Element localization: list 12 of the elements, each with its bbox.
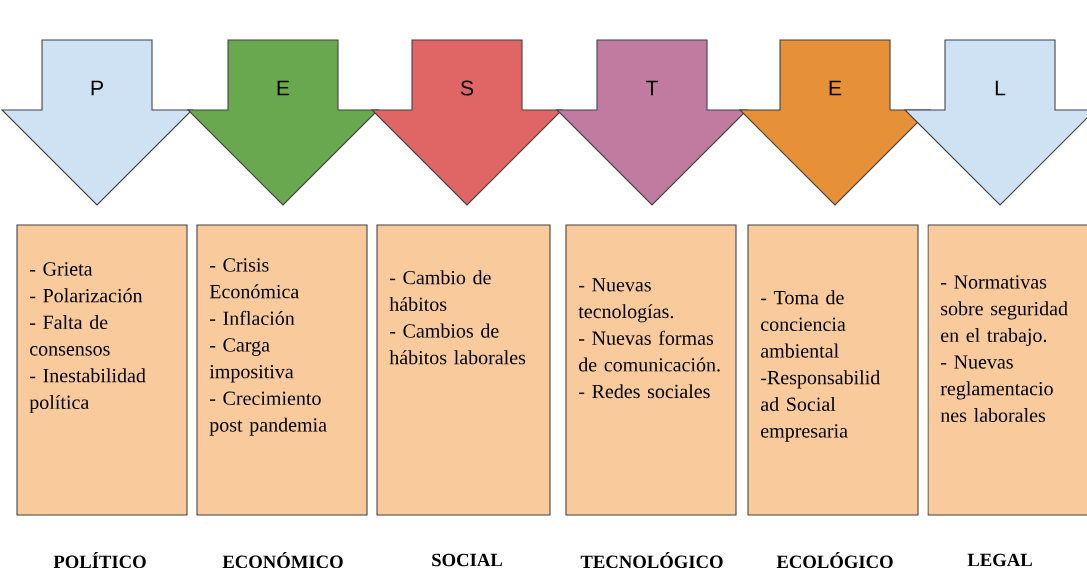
category-label: LEGAL xyxy=(967,553,1032,567)
category-label: TECNOLÓGICO xyxy=(580,551,723,569)
factor-box: - Cambio de hábitos - Cambios de hábitos laborales xyxy=(376,224,551,516)
category-label: POLÍTICO xyxy=(53,551,146,569)
category-label: SOCIAL xyxy=(432,553,502,567)
category-label: ECOLÓGICO xyxy=(776,551,893,569)
factor-box: - Crisis Económica - Inflación - Carga impositiva - Crecimiento post pandemia xyxy=(196,224,368,516)
factor-box: - Nuevas tecnologías. - Nuevas formas de comunicación. - Redes sociales xyxy=(565,224,737,516)
factor-box: - Normativas sobre seguridad en el trabajo. - Nuevas reglamentacio nes laborales xyxy=(927,224,1087,516)
factor-box: - Grieta - Polarización - Falta de consensos - Inestabilidad política xyxy=(16,224,188,516)
category-label: ECONÓMICO xyxy=(222,551,343,569)
factor-box: - Toma de conciencia ambiental -Responsabilid ad Social empresaria xyxy=(747,224,919,516)
